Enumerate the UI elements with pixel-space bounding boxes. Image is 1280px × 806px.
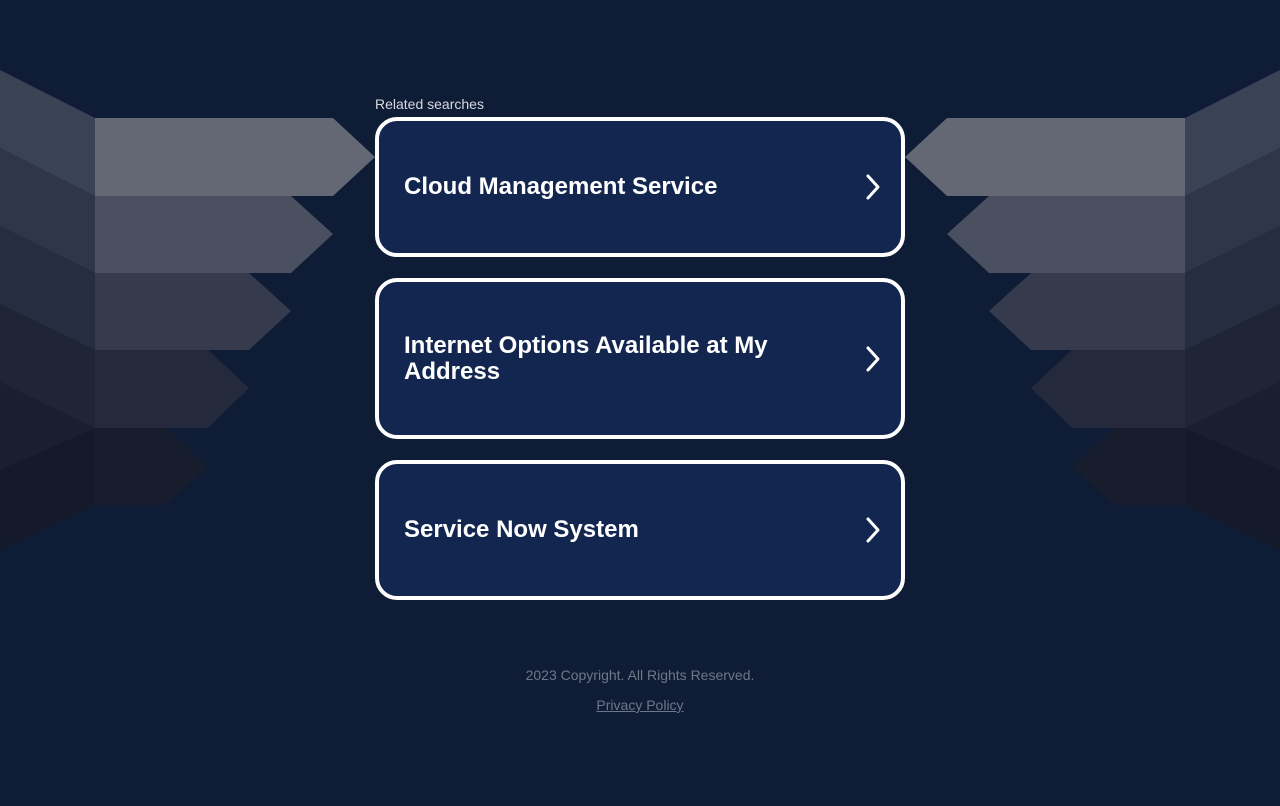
copyright-text: 2023 Copyright. All Rights Reserved. xyxy=(525,667,755,683)
related-search-label: Cloud Management Service xyxy=(404,173,718,200)
related-search-card-internet-options[interactable]: Internet Options Available at My Address xyxy=(375,278,905,439)
related-searches-label: Related searches xyxy=(375,96,484,112)
privacy-policy-link[interactable]: Privacy Policy xyxy=(596,697,684,713)
related-search-list: Cloud Management Service Internet Option… xyxy=(375,117,905,600)
right-decoration xyxy=(905,70,1280,550)
related-search-label: Service Now System xyxy=(404,516,639,543)
related-search-card-cloud-management-service[interactable]: Cloud Management Service xyxy=(375,117,905,257)
related-search-card-service-now-system[interactable]: Service Now System xyxy=(375,460,905,600)
left-decoration xyxy=(0,70,375,550)
related-searches: Related searches Cloud Management Servic… xyxy=(375,96,905,600)
chevron-right-icon xyxy=(866,517,880,543)
footer: 2023 Copyright. All Rights Reserved. Pri… xyxy=(0,667,1280,715)
chevron-right-icon xyxy=(866,174,880,200)
related-search-label: Internet Options Available at My Address xyxy=(404,331,768,385)
chevron-right-icon xyxy=(866,346,880,371)
